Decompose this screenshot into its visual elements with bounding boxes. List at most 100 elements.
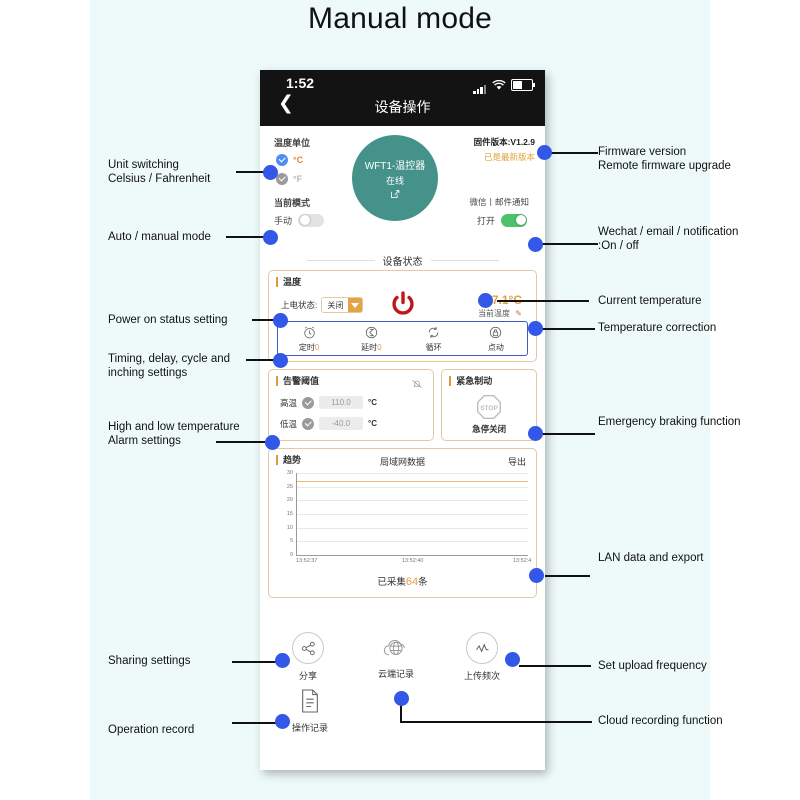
annotation-upload-frequency: Set upload frequency <box>598 660 707 672</box>
chart-y-tick: 30 <box>286 470 293 476</box>
annotation-operation-record: Operation record <box>108 724 195 736</box>
annotation-emergency: Emergency braking function <box>598 416 741 428</box>
check-circle-icon <box>276 173 288 185</box>
function-timer-value: 0 <box>314 342 320 352</box>
section-divider: 设备状态 <box>260 250 545 270</box>
alarm-low-row[interactable]: 低温 -40.0 °C <box>280 417 377 430</box>
hourglass-icon <box>365 326 377 338</box>
caret-down-icon <box>348 298 363 312</box>
leader-unit-switching <box>236 171 268 173</box>
device-online-state: 在线 <box>385 176 404 186</box>
power-on-state-select[interactable]: 关闭 <box>321 297 364 313</box>
chart-gridline <box>297 500 528 502</box>
chart-gridline <box>297 541 528 543</box>
lock-icon <box>490 326 502 338</box>
check-circle-icon[interactable] <box>302 417 315 430</box>
unit-option-fahrenheit-label: °F <box>293 174 303 184</box>
unit-option-celsius[interactable]: °C <box>276 154 303 166</box>
unit-option-fahrenheit[interactable]: °F <box>276 173 302 185</box>
function-timer[interactable]: 定时0 <box>278 322 340 355</box>
alarm-high-row[interactable]: 高温 110.0 °C <box>280 396 377 409</box>
function-inching[interactable]: 点动 <box>465 322 527 355</box>
function-buttons-row: 定时0 延时0 循环 <box>277 321 528 356</box>
leader-emergency <box>540 433 595 435</box>
alarm-high-input[interactable]: 110.0 <box>319 396 364 409</box>
power-button-icon[interactable] <box>390 291 416 317</box>
chart-gridline <box>297 514 528 515</box>
cloud-globe-icon <box>381 632 411 662</box>
function-delay[interactable]: 延时0 <box>340 322 402 355</box>
current-temperature-label: 当前温度 <box>478 309 511 318</box>
mode-value-label: 手动 <box>274 216 293 226</box>
leader-timing-settings <box>246 359 278 361</box>
annotation-power-on-status: Power on status setting <box>108 314 228 326</box>
annotation-current-temp: Current temperature <box>598 295 702 307</box>
alarm-clock-icon <box>303 326 315 338</box>
action-operation-record[interactable]: 操作记录 <box>292 686 328 734</box>
annotation-wechat: Wechat / email / notification:On / off <box>598 226 739 252</box>
section-divider-label: 设备状态 <box>382 256 423 268</box>
alarm-emergency-row: 告警阈值 高温 110.0 °C 低温 -40.0 °C <box>268 369 537 441</box>
marker-auto-manual <box>263 230 278 245</box>
power-on-state-row[interactable]: 上电状态: 关闭 <box>281 297 364 313</box>
chart-y-tick: 10 <box>286 524 293 531</box>
stop-sign-icon: STOP <box>477 395 502 419</box>
chart-x-tick: 13:52:40 <box>402 558 424 564</box>
marker-temp-correction <box>528 321 543 336</box>
waveform-circle-icon <box>466 632 498 664</box>
notification-toggle[interactable] <box>501 214 527 227</box>
notification-toggle-row[interactable]: 打开 <box>477 214 527 227</box>
check-circle-icon <box>276 154 288 166</box>
chart-y-tick: 5 <box>289 538 293 545</box>
marker-upload-frequency <box>505 652 520 667</box>
check-circle-icon[interactable] <box>302 396 315 409</box>
marker-current-temp <box>478 293 493 308</box>
device-status-circle[interactable]: WFT1-温控器 在线 <box>352 135 438 221</box>
action-upload-frequency[interactable]: 上传频次 <box>464 632 500 682</box>
action-cloud-record[interactable]: 云端记录 <box>378 632 414 680</box>
firmware-block[interactable]: 固件版本:V1.2.9 已是最新版本 <box>474 136 535 163</box>
alarm-card-title: 告警阈值 <box>276 376 319 386</box>
marker-lan-export <box>529 568 544 583</box>
chart-plot-area <box>296 473 528 556</box>
bell-muted-icon[interactable] <box>411 378 423 390</box>
function-delay-value: 0 <box>377 342 382 352</box>
marker-unit-switching <box>263 165 278 180</box>
status-bar: 1:52 ❮ 设备操作 <box>260 70 545 126</box>
mode-toggle-row[interactable]: 手动 <box>274 214 325 227</box>
function-cycle[interactable]: 循环 <box>403 322 465 355</box>
action-share-label: 分享 <box>298 671 317 681</box>
annotation-sharing-settings: Sharing settings <box>108 655 191 667</box>
marker-cloud-record <box>394 691 409 706</box>
leader-operation-record <box>232 722 282 724</box>
leader-auto-manual <box>226 236 268 238</box>
back-chevron-icon[interactable]: ❮ <box>278 93 294 114</box>
chart-y-tick: 20 <box>286 497 293 504</box>
emergency-stop-button[interactable]: STOP 急停关闭 <box>442 394 536 435</box>
mode-toggle[interactable] <box>298 214 325 227</box>
chart-x-tick: 13:52:4 <box>513 558 532 564</box>
edit-square-icon[interactable] <box>390 189 400 199</box>
alarm-high-unit: °C <box>368 398 377 407</box>
temperature-card: 温度 上电状态: 关闭 27.1°C 当前温度 ✎ <box>268 270 537 362</box>
leader-temp-correction <box>540 328 595 330</box>
phone-mockup: 1:52 ❮ 设备操作 温度单位 °C °F <box>260 70 545 770</box>
document-lines-icon <box>295 686 325 716</box>
action-share[interactable]: 分享 <box>292 632 324 682</box>
marker-timing-settings <box>273 353 288 368</box>
nav-title: 设备操作 <box>374 99 431 115</box>
background-band-left <box>0 0 90 800</box>
action-cloud-record-label: 云端记录 <box>378 669 415 679</box>
marker-wechat <box>528 237 543 252</box>
leader-upload-frequency <box>519 665 591 667</box>
alarm-low-input[interactable]: -40.0 <box>319 417 364 430</box>
chart-x-tick: 13:52:37 <box>296 558 318 564</box>
trend-export-button[interactable]: 导出 <box>507 457 526 467</box>
annotation-cloud-record: Cloud recording function <box>598 715 723 727</box>
leader-cloud-record-v <box>400 697 402 723</box>
pencil-icon[interactable]: ✎ <box>515 309 522 318</box>
